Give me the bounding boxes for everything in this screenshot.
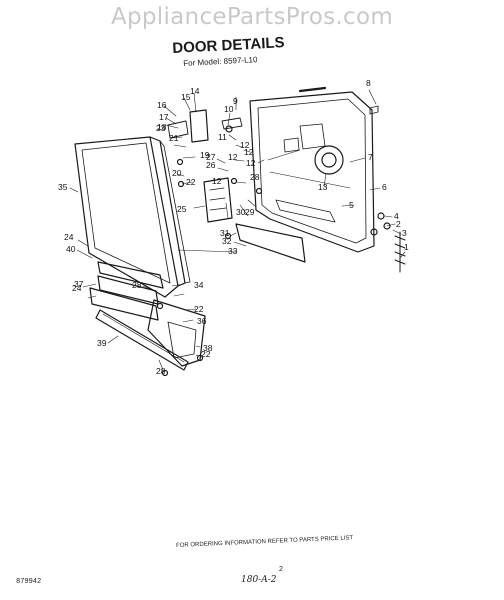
callout-11: 11 (218, 132, 227, 142)
document-number: 879942 (16, 578, 42, 586)
page-number: 2 (279, 566, 283, 573)
hinge-bracket (189, 109, 209, 143)
watermark: AppliancePartsPros.com (110, 4, 394, 30)
callout-37: 37 (74, 279, 84, 289)
callout-19: 19 (200, 150, 210, 160)
callout-15: 15 (181, 92, 191, 102)
callout-29: 29 (245, 207, 255, 217)
callout-30: 30 (236, 207, 246, 217)
outer-door-panel (74, 136, 191, 298)
callout-38: 38 (203, 343, 213, 353)
callout-2: 2 (396, 219, 401, 229)
callout-3: 3 (402, 228, 407, 238)
callout-28: 28 (250, 172, 260, 182)
callout-numbers: 1234567891011121212121213141516171819202… (58, 78, 409, 376)
callout-17: 17 (159, 112, 169, 122)
callout-4: 4 (394, 211, 399, 221)
callout-22: 22 (186, 177, 196, 187)
callout-8: 8 (366, 78, 371, 88)
callout-7: 7 (368, 152, 373, 162)
callout-18: 18 (157, 122, 167, 132)
callout-21: 21 (169, 133, 179, 143)
inner-door-panel (249, 86, 375, 253)
callout-10: 10 (224, 104, 234, 114)
callout-1: 1 (404, 242, 409, 252)
callout-12: 12 (240, 140, 250, 150)
callout-22: 22 (201, 349, 211, 359)
callout-32: 32 (222, 236, 232, 246)
callout-14: 14 (190, 86, 200, 96)
callout-12: 12 (212, 176, 222, 186)
callout-20: 20 (172, 168, 182, 178)
callout-26: 26 (206, 160, 216, 170)
callout-28: 28 (156, 366, 166, 376)
callout-6: 6 (382, 182, 387, 192)
callout-25: 25 (177, 204, 187, 214)
callout-5: 5 (349, 200, 354, 210)
callout-22: 22 (194, 304, 204, 314)
callout-31: 31 (220, 228, 230, 238)
callout-39: 39 (97, 338, 107, 348)
callout-27: 27 (206, 152, 216, 162)
callout-23: 23 (156, 123, 166, 133)
callout-28: 28 (132, 280, 142, 290)
handwritten-code: 180-A-2 (241, 575, 277, 585)
callout-12: 12 (246, 158, 256, 168)
callout-12: 12 (244, 147, 254, 157)
callout-9: 9 (233, 96, 238, 106)
door-spring (394, 231, 406, 273)
callout-35: 35 (58, 182, 68, 192)
callout-16: 16 (157, 100, 167, 110)
callout-34: 34 (194, 280, 204, 290)
callout-24: 24 (64, 232, 74, 242)
vent-assembly (203, 177, 233, 223)
callout-33: 33 (228, 246, 238, 256)
callout-24: 24 (72, 283, 82, 293)
callout-36: 36 (197, 316, 207, 326)
callout-40: 40 (66, 244, 76, 254)
callout-12: 12 (228, 152, 238, 162)
callout-13: 13 (318, 182, 328, 192)
bottom-trim (235, 223, 306, 263)
